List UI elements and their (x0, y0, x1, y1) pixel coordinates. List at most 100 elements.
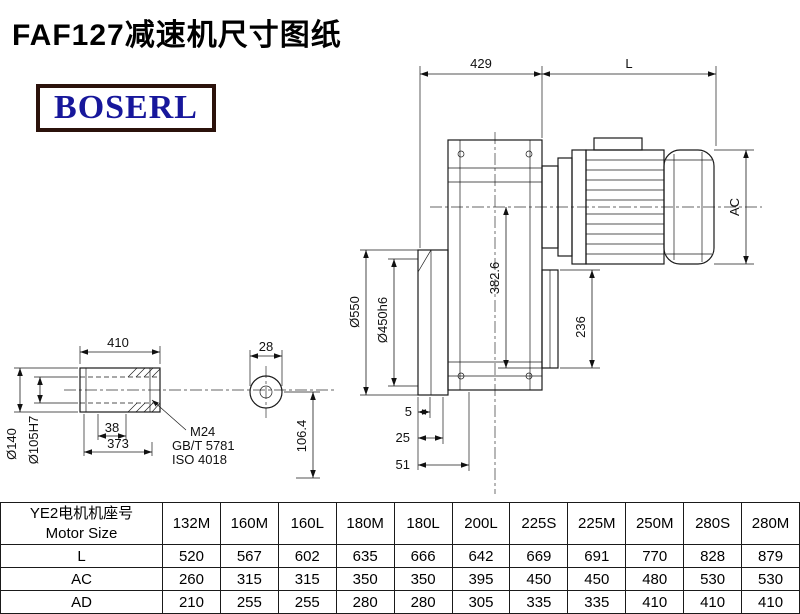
cell: 255 (277, 590, 337, 614)
dim-236: 236 (560, 269, 600, 369)
cell: 635 (335, 544, 395, 568)
dim-105h7-label: Ø105H7 (26, 416, 41, 464)
cell: 410 (683, 590, 743, 614)
col-header: 180L (393, 502, 453, 545)
dim-140: Ø140 (4, 367, 78, 460)
motor-size-header: YE2电机机座号 Motor Size (0, 502, 163, 545)
dim-106-4-label: 106.4 (294, 420, 309, 453)
cell: 520 (162, 544, 221, 568)
centerlines (64, 132, 762, 494)
shaft-end-view (249, 375, 283, 409)
cell: 642 (451, 544, 511, 568)
dim-450h6: Ø450h6 (375, 258, 418, 387)
dim-373: 373 (83, 414, 153, 456)
cell: 335 (509, 590, 569, 614)
dim-382-6: 382.6 (487, 207, 558, 369)
thread-iso-label: ISO 4018 (172, 452, 227, 467)
cell: 530 (683, 567, 743, 591)
dim-236-label: 236 (573, 316, 588, 338)
cell: 280 (335, 590, 395, 614)
thread-m24-label: M24 (190, 424, 215, 439)
cell: 350 (393, 567, 453, 591)
brand-logo: BOSERL (36, 84, 216, 132)
cell: 395 (451, 567, 511, 591)
cell: 280 (393, 590, 453, 614)
dimension-table: YE2电机机座号 Motor Size 132M 160M 160L 180M … (0, 502, 800, 614)
thread-gbt-label: GB/T 5781 (172, 438, 235, 453)
col-header: 180M (335, 502, 395, 545)
dim-450h6-label: Ø450h6 (375, 297, 390, 343)
dim-top: 429 L (419, 56, 717, 248)
motor-size-header-en: Motor Size (45, 524, 118, 542)
cell: 879 (741, 544, 800, 568)
page-title: FAF127减速机尺寸图纸 (12, 19, 342, 52)
cell: 567 (219, 544, 279, 568)
cell: 410 (741, 590, 800, 614)
cell: 666 (393, 544, 453, 568)
cell: 255 (219, 590, 279, 614)
cell: 350 (335, 567, 395, 591)
cell: 335 (567, 590, 627, 614)
table-header-row: YE2电机机座号 Motor Size 132M 160M 160L 180M … (0, 502, 800, 545)
dim-550: Ø550 (347, 249, 418, 396)
dim-429-label: 429 (470, 56, 492, 71)
dim-382-6-label: 382.6 (487, 262, 502, 295)
cell: 450 (567, 567, 627, 591)
row-label: AC (0, 567, 163, 591)
cell: 602 (277, 544, 337, 568)
dim-550-label: Ø550 (347, 296, 362, 328)
dim-106-4: 106.4 (284, 391, 320, 479)
row-label: L (0, 544, 163, 568)
cell: 315 (219, 567, 279, 591)
cell: 315 (277, 567, 337, 591)
col-header: 250M (625, 502, 685, 545)
dim-28-label: 28 (259, 339, 273, 354)
technical-drawing: 429 L AC (4, 56, 762, 494)
dim-ac-label: AC (727, 198, 742, 216)
row-label: AD (0, 590, 163, 614)
dim-38-label: 38 (105, 420, 119, 435)
col-header: 132M (162, 502, 221, 545)
col-header: 160M (219, 502, 279, 545)
brand-logo-text: BOSERL (54, 89, 198, 126)
shaft-detail-view (79, 367, 161, 413)
motor-fins (586, 159, 664, 255)
dim-38: 38 (97, 414, 127, 440)
fan-cover (663, 149, 715, 265)
table-row: L 520 567 602 635 666 642 669 691 770 82… (0, 544, 800, 568)
cell: 410 (625, 590, 685, 614)
motor-view (541, 137, 715, 265)
cell: 770 (625, 544, 685, 568)
cell: 669 (509, 544, 569, 568)
col-header: 225M (567, 502, 627, 545)
dim-25-label: 25 (396, 430, 410, 445)
dim-28: 28 (249, 339, 283, 386)
dim-51-label: 51 (396, 457, 410, 472)
motor-size-header-cn: YE2电机机座号 (29, 505, 134, 522)
flange-view (417, 249, 449, 396)
cell: 530 (741, 567, 800, 591)
table-row: AC 260 315 315 350 350 395 450 450 480 5… (0, 567, 800, 591)
terminal-box (593, 137, 643, 151)
dim-410-label: 410 (107, 335, 129, 350)
cell: 260 (162, 567, 221, 591)
cell: 691 (567, 544, 627, 568)
dim-ac: AC (714, 149, 754, 265)
dim-105h7: Ø105H7 (26, 376, 78, 464)
col-header: 160L (277, 502, 337, 545)
cell: 210 (162, 590, 221, 614)
col-header: 225S (509, 502, 569, 545)
dim-flange-steps: 5 25 51 (396, 392, 470, 472)
cell: 450 (509, 567, 569, 591)
cell: 305 (451, 590, 511, 614)
dim-140-label: Ø140 (4, 428, 19, 460)
col-header: 280M (741, 502, 800, 545)
cell: 480 (625, 567, 685, 591)
thread-callout: M24 GB/T 5781 ISO 4018 (151, 399, 235, 467)
dim-L-label: L (625, 56, 632, 71)
dim-373-label: 373 (107, 436, 129, 451)
dim-410: 410 (79, 335, 161, 364)
dim-5-label: 5 (405, 404, 412, 419)
cell: 828 (683, 544, 743, 568)
